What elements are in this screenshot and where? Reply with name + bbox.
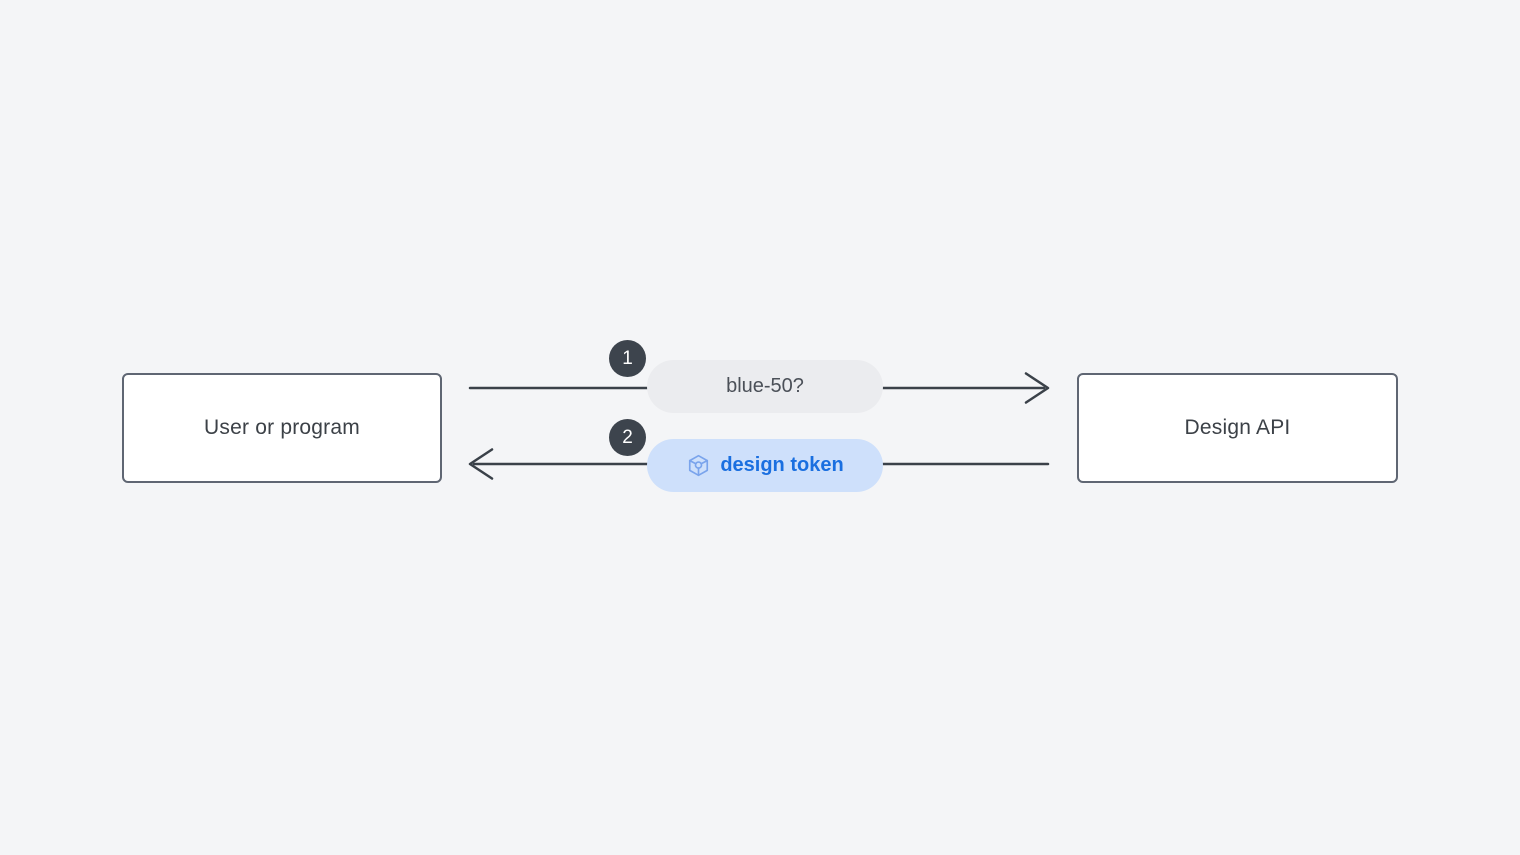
node-user-or-program: User or program: [122, 373, 442, 483]
node-label: User or program: [204, 416, 360, 439]
step-number: 1: [622, 347, 633, 369]
step-badge-2: 2: [609, 419, 646, 456]
request-pill-label: blue-50?: [726, 375, 804, 397]
node-label: Design API: [1184, 416, 1291, 439]
response-pill-label: design token: [720, 454, 844, 476]
token-cube-icon: [689, 454, 709, 477]
step-number: 2: [622, 426, 633, 448]
step-badge-1: 1: [609, 340, 646, 377]
response-pill: design token: [647, 439, 883, 492]
request-pill: blue-50?: [647, 360, 883, 413]
node-design-api: Design API: [1077, 373, 1398, 483]
